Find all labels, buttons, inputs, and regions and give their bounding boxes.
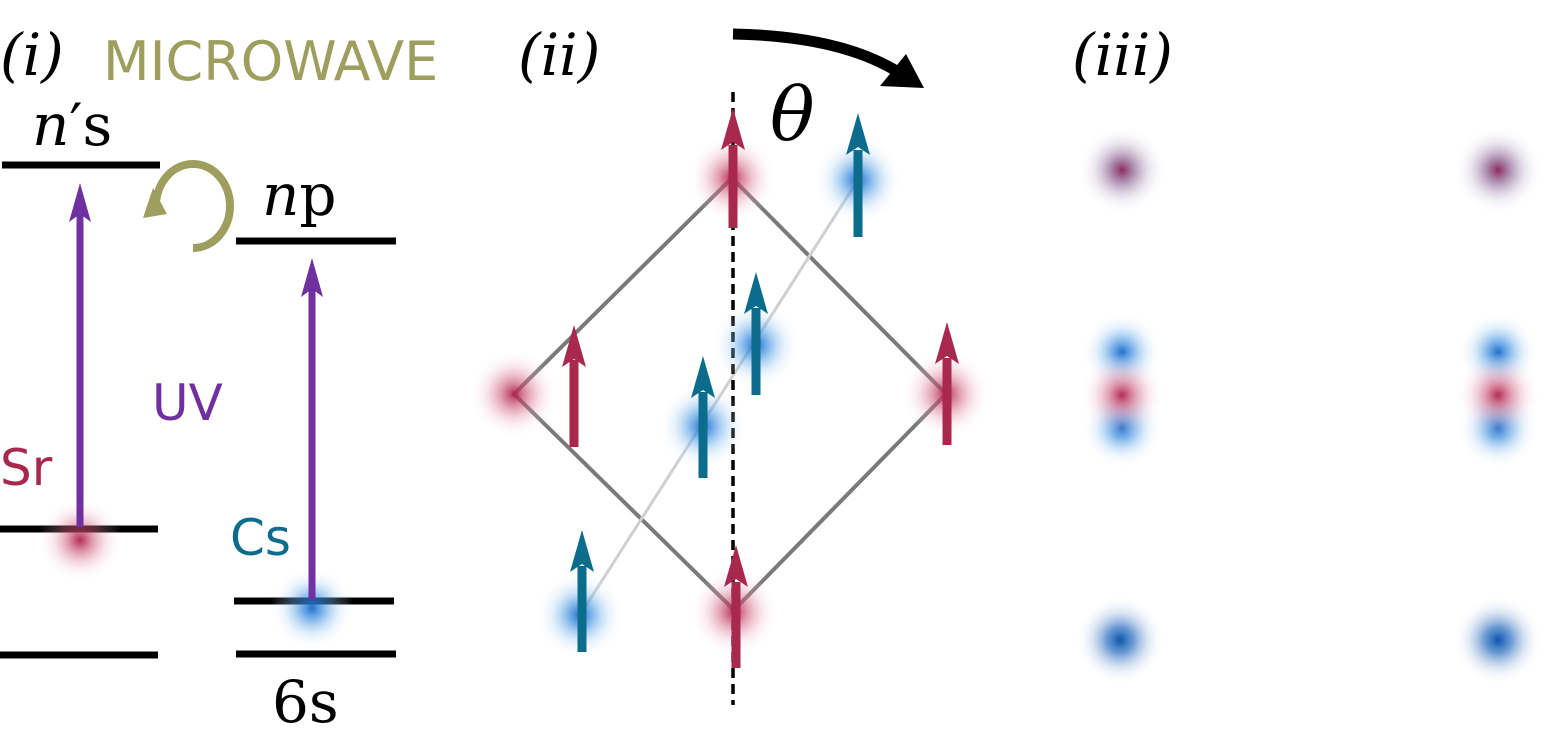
panel-label-ii: (ii) [518,21,600,89]
cs-label: Cs [230,509,291,567]
projected-sr-middle-right [1456,353,1540,437]
rotation-arrow-icon [732,28,924,88]
level-label-n-prime-s: n′s [32,91,112,159]
level-label-6s: 6s [272,668,339,730]
cs-spin-arrow-center-lower [691,356,715,478]
panel-i: (i) MICROWAVE n′s np 6s [0,21,438,730]
projected-site-bottom-right [1454,596,1542,684]
sr-spin-arrow-top [721,108,745,228]
sr-spin-arrow-left [562,325,586,447]
sr-label: Sr [0,439,53,497]
microwave-cycle-icon [143,160,234,252]
projected-site-bottom-left [1076,596,1164,684]
uv-label: UV [152,374,223,432]
level-label-np: np [262,161,337,229]
cs-spin-arrow-bottom [570,530,594,652]
sr-atom-glow [38,498,122,582]
projected-site-top-right [1454,126,1542,214]
panel-label-i: (i) [0,21,64,89]
uv-arrow-sr [69,183,91,527]
microwave-label: MICROWAVE [103,30,438,93]
panel-label-iii: (iii) [1072,21,1173,89]
cs-spin-arrow-center-upper [744,272,768,395]
rotation-angle-label: θ [770,72,815,158]
sr-atom-left [470,350,558,438]
panel-iii: (iii) [1072,21,1542,684]
cs-spin-arrow-top [846,113,870,237]
sr-spin-arrow-right [935,322,959,445]
cs-atom-glow [270,566,354,650]
uv-arrow-cs [301,258,323,600]
projected-sr-middle-left [1080,353,1164,437]
panel-ii: (ii) θ [470,21,990,705]
sr-spin-arrow-bottom [724,545,748,668]
projected-site-top-left [1078,126,1166,214]
